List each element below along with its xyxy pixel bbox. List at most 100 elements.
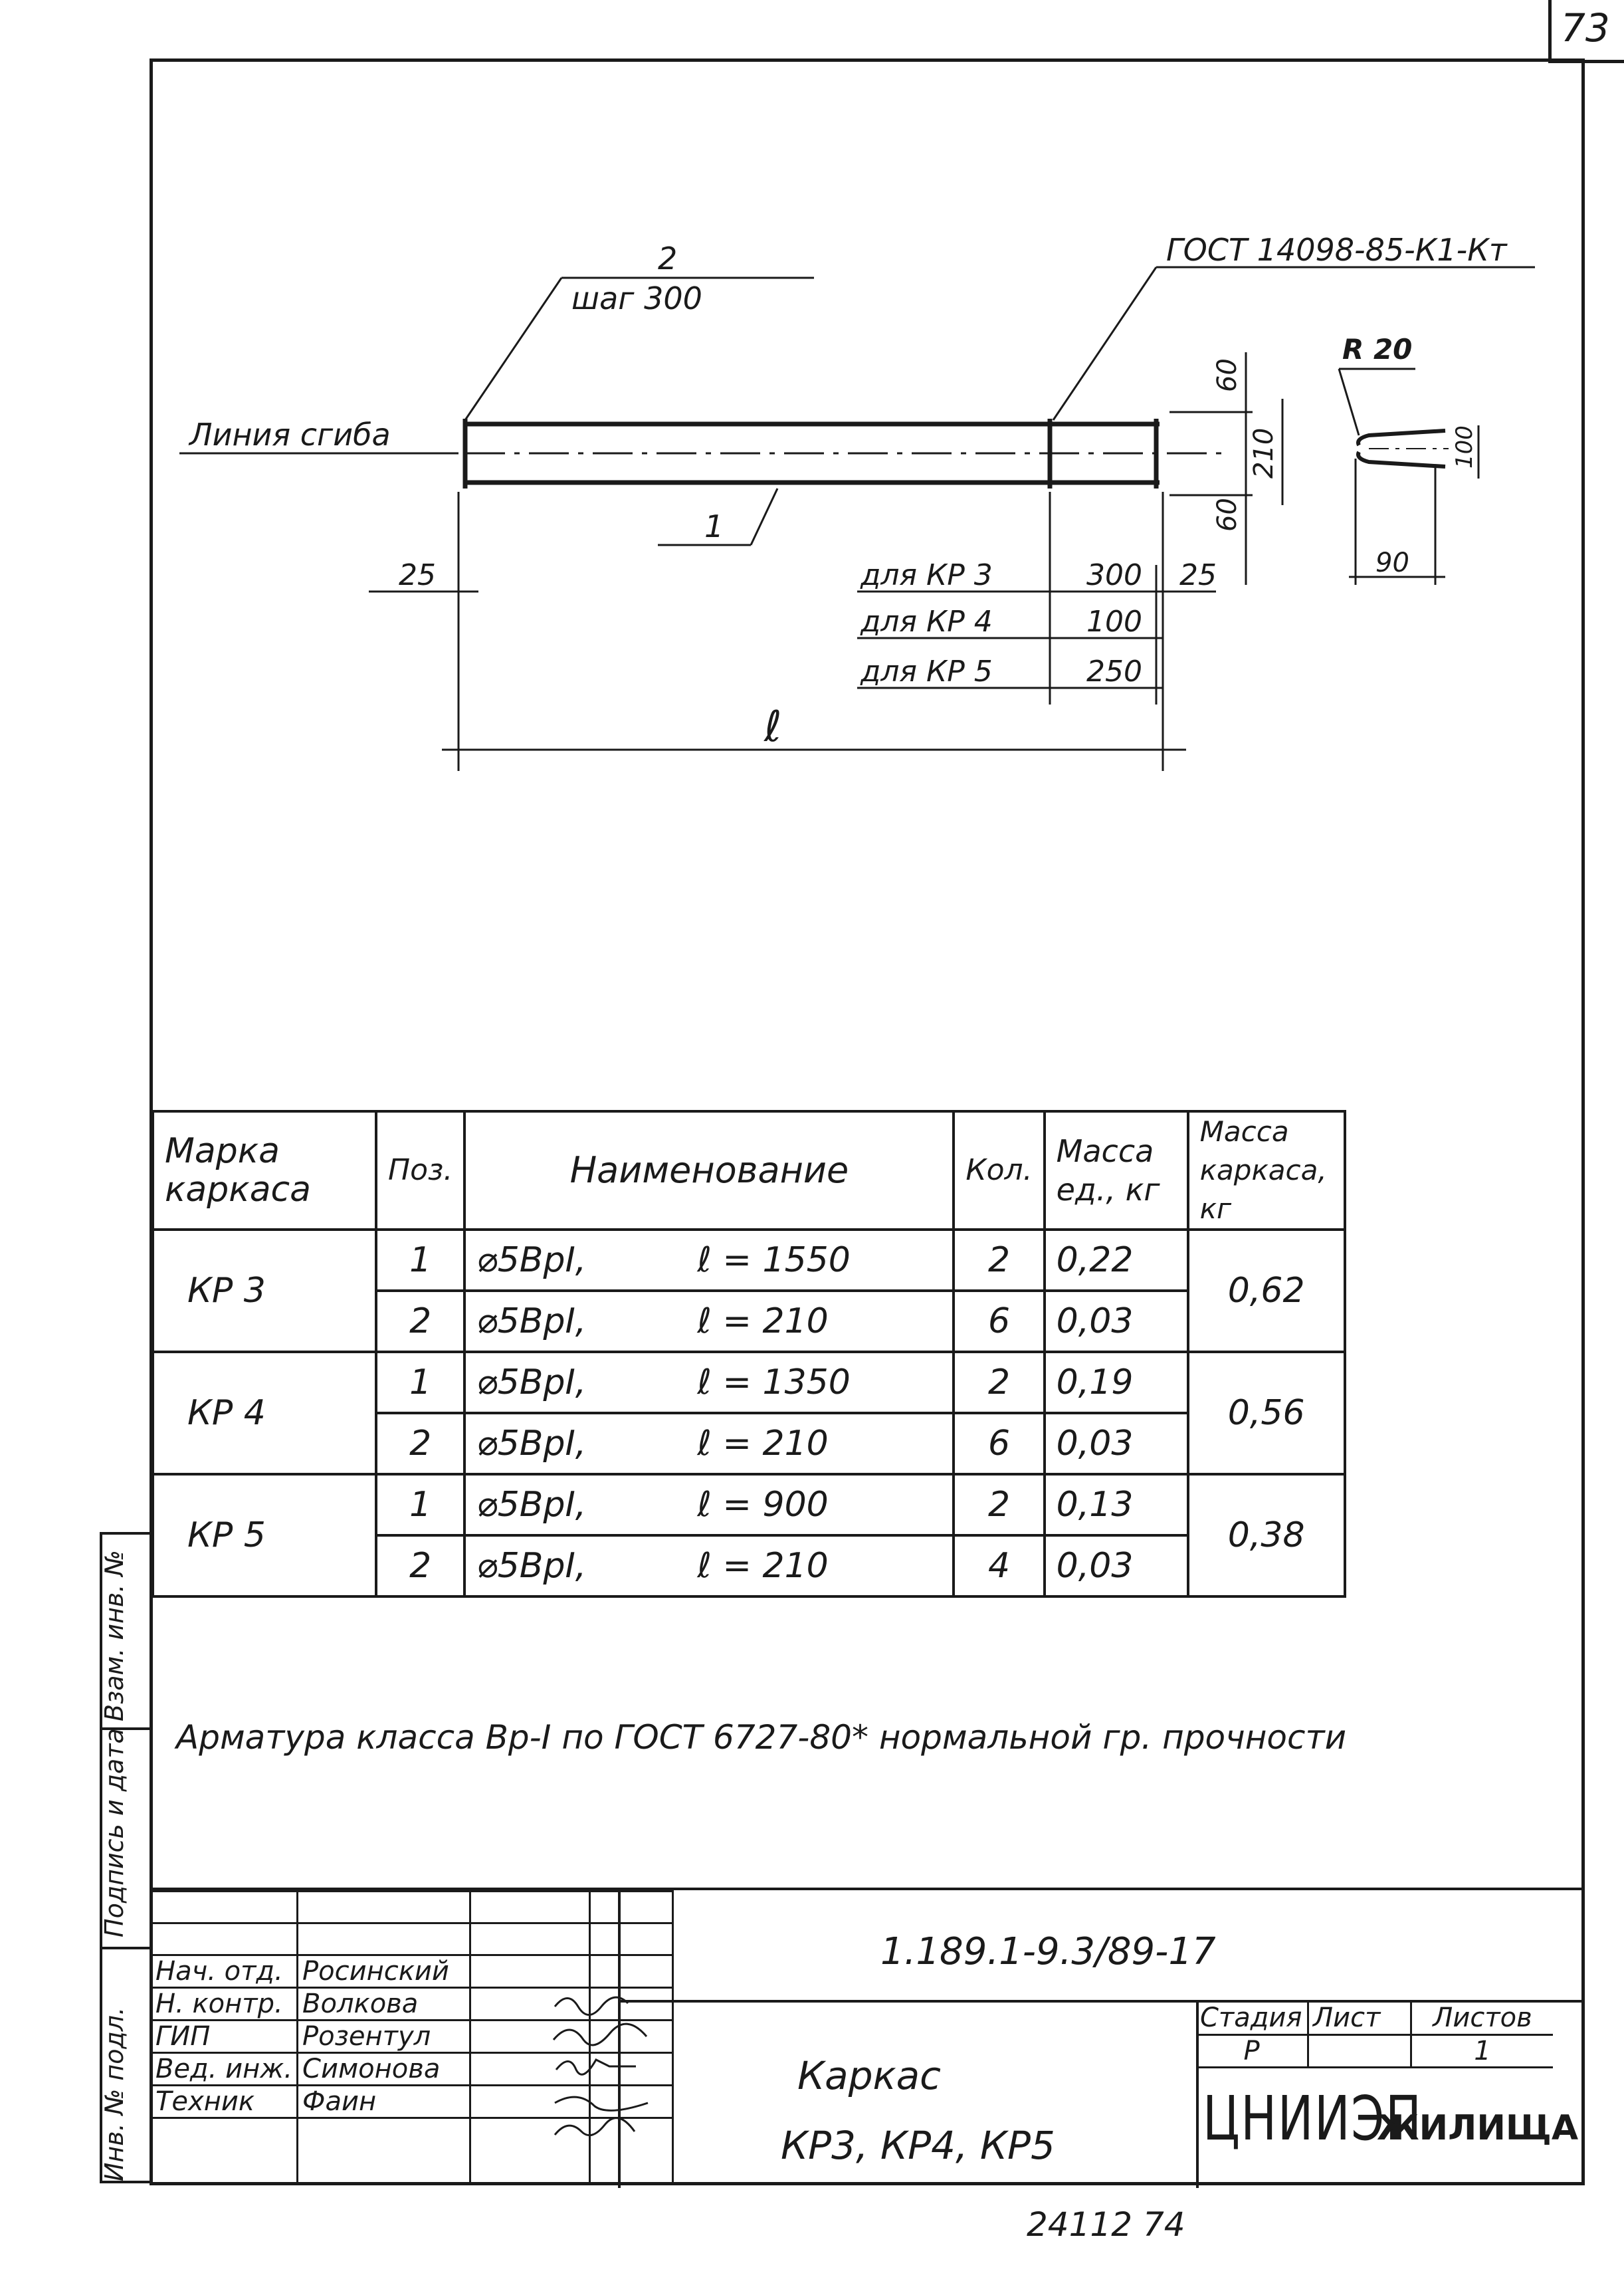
side-stamp-label-3: Инв. № подл. — [100, 2007, 129, 2181]
pos-cell: 1 — [374, 1351, 466, 1414]
side-stamp-label-1: Взам. инв. № — [100, 1549, 129, 1721]
mark-cell: КР 3 — [152, 1228, 377, 1353]
dim-210: 210 — [1249, 428, 1279, 479]
length-cell: ℓ = 900 — [686, 1473, 956, 1537]
side-stamp-cell-1 — [102, 1535, 150, 1730]
dim-length: ℓ — [763, 703, 781, 752]
standard-ref: ГОСТ 14098-85-К1-Кт — [1166, 232, 1508, 268]
name-cell: ⌀5ВрI, — [463, 1228, 687, 1292]
sheets-value: 1 — [1410, 2033, 1553, 2068]
side-stamp-label-2: Подпись и дата — [100, 1728, 129, 1937]
staff-role: ГИП — [149, 2019, 299, 2054]
sheets-header: Листов — [1410, 2003, 1553, 2036]
name-cell: ⌀5ВрI, — [463, 1289, 687, 1353]
staff-name: Фаин — [296, 2084, 472, 2119]
staff-role: Техник — [149, 2084, 299, 2119]
variant-kr4-label: для КР 4 — [860, 605, 993, 639]
pos-cell: 1 — [374, 1228, 466, 1292]
mark-cell: КР 5 — [152, 1473, 377, 1598]
rebar-frame-drawing: 2 шаг 300 ГОСТ 14098-85-К1-Кт Линия сгиб… — [179, 232, 1535, 771]
qty-cell: 2 — [952, 1473, 1046, 1537]
table-row: КР 3 1 ⌀5ВрI, ℓ = 1550 2 0,22 0,62 — [152, 1228, 1346, 1353]
staff-name: Волкова — [296, 1987, 472, 2021]
variant-kr5-label: для КР 5 — [860, 655, 993, 689]
header-qty: Кол. — [952, 1110, 1046, 1231]
staff-role: Н. контр. — [149, 1987, 299, 2021]
hook-width: 90 — [1375, 548, 1409, 578]
qty-cell: 2 — [952, 1228, 1046, 1292]
name-cell: ⌀5ВрI, — [463, 1351, 687, 1414]
bar2-label-top: 2 — [658, 241, 677, 276]
pos-cell: 2 — [374, 1534, 466, 1598]
bar1-label: 1 — [704, 508, 724, 544]
length-cell: ℓ = 210 — [686, 1412, 956, 1475]
staff-role: Вед. инж. — [149, 2052, 299, 2086]
stage-table: Стадия Лист Листов Р 1 — [1196, 2003, 1553, 2068]
footer-number: 24112 74 — [1027, 2205, 1185, 2244]
mark-cell: КР 4 — [152, 1351, 377, 1475]
mass-cell: 0,03 — [1043, 1534, 1189, 1598]
qty-cell: 2 — [952, 1351, 1046, 1414]
header-pos: Поз. — [374, 1110, 466, 1231]
staff-name: Розентул — [296, 2019, 472, 2054]
header-name: Наименование — [463, 1110, 956, 1231]
qty-cell: 6 — [952, 1289, 1046, 1353]
frame-mass-cell: 0,62 — [1186, 1228, 1346, 1353]
bend-line-label: Линия сгиба — [188, 417, 391, 453]
specification-table: Марка каркаса Поз. Наименование Кол. Мас… — [152, 1110, 1346, 1598]
side-stamp — [100, 1532, 150, 2183]
title-line-2: КР3, КР4, КР5 — [781, 2123, 1055, 2168]
table-row: КР 4 1 ⌀5ВрI, ℓ = 1350 2 0,19 0,56 — [152, 1351, 1346, 1475]
org-name-part1: ЦНИИЭП — [1203, 2083, 1423, 2154]
dim-right-25: 25 — [1179, 558, 1217, 592]
signatures — [552, 1996, 649, 2137]
table-row: 2 ⌀5ВрI, ℓ = 210 6 0,03 — [153, 1289, 1345, 1353]
bar2-label-bottom: шаг 300 — [571, 280, 702, 316]
name-cell: ⌀5ВрI, — [463, 1534, 687, 1598]
side-stamp-cell-2 — [102, 1727, 150, 1949]
pos-cell: 2 — [374, 1412, 466, 1475]
header-mass-frame: Масса каркаса, кг — [1186, 1110, 1346, 1231]
name-cell: ⌀5ВрI, — [463, 1412, 687, 1475]
name-cell: ⌀5ВрI, — [463, 1473, 687, 1537]
mass-cell: 0,03 — [1043, 1289, 1189, 1353]
staff-role: Нач. отд. — [149, 1954, 299, 1989]
reinforcement-note: Арматура класса Вр-I по ГОСТ 6727-80* но… — [176, 1718, 1347, 1757]
pos-cell: 2 — [374, 1289, 466, 1353]
variant-kr3-label: для КР 3 — [860, 558, 993, 592]
header-mark: Марка каркаса — [152, 1110, 377, 1231]
table-row: КР 5 1 ⌀5ВрI, ℓ = 900 2 0,13 0,38 — [152, 1473, 1346, 1598]
length-cell: ℓ = 210 — [686, 1534, 956, 1598]
qty-cell: 6 — [952, 1412, 1046, 1475]
hook-radius: R 20 — [1342, 333, 1412, 366]
drawing-frame — [150, 58, 1585, 2185]
mass-cell: 0,19 — [1043, 1351, 1189, 1414]
sheet-number-box: 73 — [1548, 0, 1624, 63]
dim-left-25: 25 — [399, 558, 436, 592]
hook-height: 100 — [1451, 425, 1478, 469]
length-cell: ℓ = 210 — [686, 1289, 956, 1353]
qty-cell: 4 — [952, 1534, 1046, 1598]
org-name-part2: ЖИЛИЩА — [1377, 2108, 1579, 2148]
mass-cell: 0,03 — [1043, 1412, 1189, 1475]
pos-cell: 1 — [374, 1473, 466, 1537]
sheet-number: 73 — [1561, 5, 1610, 51]
stage-value: Р — [1196, 2033, 1309, 2068]
mass-cell: 0,22 — [1043, 1228, 1189, 1292]
header-mass-unit: Масса ед., кг — [1043, 1110, 1189, 1231]
mass-cell: 0,13 — [1043, 1473, 1189, 1537]
length-cell: ℓ = 1550 — [686, 1228, 956, 1292]
staff-name: Симонова — [296, 2052, 472, 2086]
length-cell: ℓ = 1350 — [686, 1351, 956, 1414]
table-row: 2 ⌀5ВрI, ℓ = 210 4 0,03 — [153, 1534, 1345, 1598]
variant-kr5-value: 250 — [1086, 655, 1142, 689]
stage-header: Стадия — [1196, 2003, 1309, 2036]
dim-60-top: 60 — [1212, 358, 1243, 392]
variant-kr3-value: 300 — [1086, 558, 1142, 592]
variant-kr4-value: 100 — [1086, 605, 1142, 639]
title-line-1: Каркас — [797, 2053, 941, 2098]
table-row: 2 ⌀5ВрI, ℓ = 210 6 0,03 — [153, 1412, 1345, 1475]
staff-name: Росинский — [296, 1954, 472, 1989]
